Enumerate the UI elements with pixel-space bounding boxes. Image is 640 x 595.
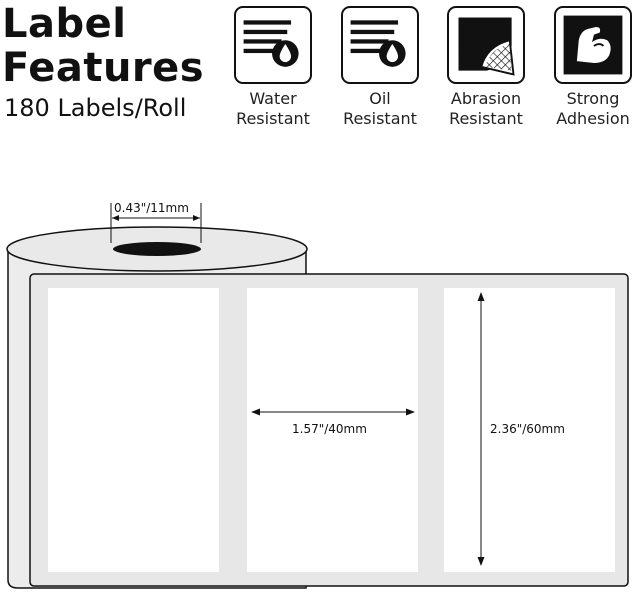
height-dim-arrow-bottom xyxy=(477,557,485,566)
height-dim-arrow-top xyxy=(477,292,485,301)
width-dim-arrow-right xyxy=(406,408,415,416)
core-diameter-label: 0.43"/11mm xyxy=(114,201,189,215)
feature-label-line-2: Resistant xyxy=(343,109,417,128)
label-3 xyxy=(444,288,615,572)
title-line-2: Features xyxy=(2,45,205,91)
feature-label-line-2: Resistant xyxy=(449,109,523,128)
label-width-label: 1.57"/40mm xyxy=(292,422,367,436)
core-dim-arrow-left xyxy=(112,215,119,221)
label-2 xyxy=(247,288,418,572)
water-resistant-icon xyxy=(234,6,312,84)
feature-label-line-1: Oil xyxy=(369,89,391,108)
abrasion-resistant-icon xyxy=(447,6,525,84)
feature-water-resistant: Water Resistant xyxy=(221,6,325,129)
feature-oil-resistant: Oil Resistant xyxy=(328,6,432,129)
title-line-1: Label xyxy=(2,1,127,47)
label-1 xyxy=(48,288,219,572)
strong-adhesion-icon xyxy=(554,6,632,84)
feature-abrasion-resistant: Abrasion Resistant xyxy=(434,6,538,129)
roll-core xyxy=(113,242,201,256)
labels-per-roll: 180 Labels/Roll xyxy=(4,94,187,122)
page-title: Label Features xyxy=(2,2,204,90)
oil-resistant-icon xyxy=(341,6,419,84)
feature-label-line-2: Adhesion xyxy=(556,109,630,128)
feature-label-line-1: Abrasion xyxy=(450,89,522,108)
feature-label-line-2: Resistant xyxy=(236,109,310,128)
feature-strong-adhesion: Strong Adhesion xyxy=(541,6,640,129)
core-dim-arrow-right xyxy=(193,215,200,221)
width-dim-arrow-left xyxy=(251,408,260,416)
label-height-label: 2.36"/60mm xyxy=(490,422,565,436)
feature-label-line-1: Strong xyxy=(566,89,620,108)
feature-label-line-1: Water xyxy=(249,89,297,108)
